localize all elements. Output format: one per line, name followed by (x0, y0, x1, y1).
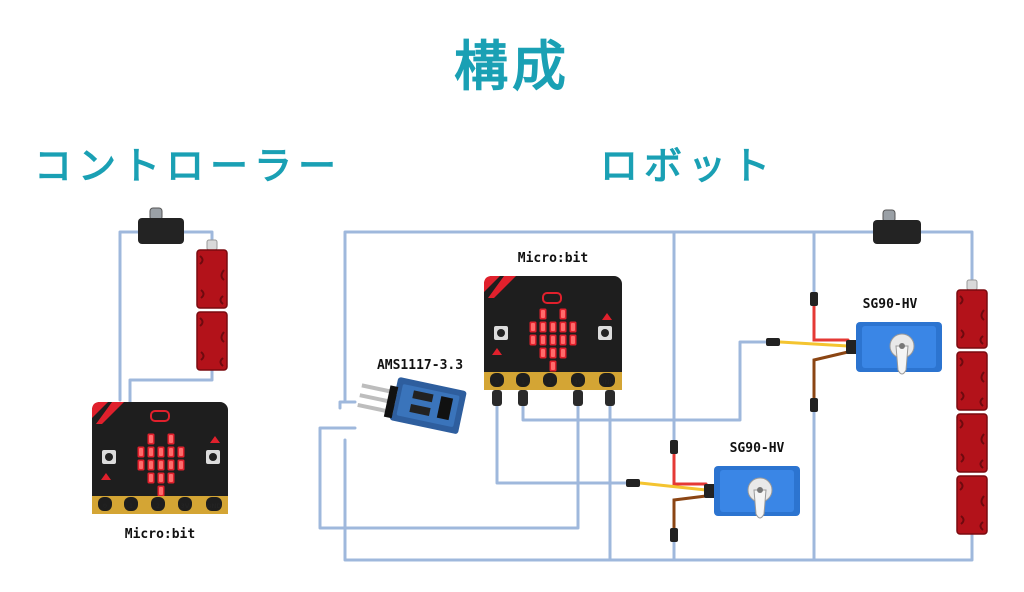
svg-text:2: 2 (548, 379, 552, 386)
svg-text:0: 0 (103, 503, 107, 510)
svg-text:2: 2 (156, 503, 160, 510)
controller-wire-battery-board (128, 368, 214, 404)
controller-edge-connector: 0 1 2 3V GND (92, 496, 228, 514)
reg-wire-b (318, 402, 580, 530)
page-title: 構成 (454, 35, 570, 98)
robot-top-bus-right (918, 230, 974, 292)
reg-wire-a (338, 400, 357, 410)
servo-1 (846, 322, 942, 375)
svg-text:3V: 3V (574, 379, 583, 386)
controller-switch (138, 207, 184, 244)
wires (118, 230, 974, 562)
svg-text:GND: GND (207, 503, 222, 510)
svg-text:GND: GND (600, 379, 615, 386)
svg-text:0: 0 (495, 379, 499, 386)
controller-microbit-label: Micro:bit (125, 527, 195, 542)
robot-edge-connector: 0 1 2 3V GND (484, 372, 622, 390)
controller-microbit: 0 1 2 3V GND (92, 402, 228, 514)
regulator-module (357, 377, 467, 434)
robot-bottom-bus (343, 438, 974, 562)
servo-2-cable (626, 440, 708, 542)
robot-microbit-label: Micro:bit (518, 251, 588, 266)
servo-1-label: SG90-HV (863, 297, 918, 312)
robot-heading: ロボット (600, 144, 777, 188)
svg-text:1: 1 (129, 503, 133, 510)
controller-wire-switch-left (118, 230, 142, 402)
mb-p1-wire (521, 340, 772, 422)
servo-2-label: SG90-HV (730, 441, 785, 456)
svg-text:3V: 3V (181, 503, 190, 510)
mb-p0-wire (495, 402, 632, 485)
robot-microbit: 0 1 2 3V GND (484, 276, 622, 406)
svg-text:1: 1 (521, 379, 525, 386)
controller-battery-pack (196, 239, 228, 371)
robot-top-bus (343, 230, 877, 402)
regulator-label: AMS1117-3.3 (377, 358, 463, 373)
robot-switch (873, 209, 921, 244)
controller-heading: コントローラー (34, 144, 343, 188)
servo-2 (704, 466, 800, 519)
robot-battery-pack (956, 279, 988, 535)
servo-1-cable (766, 292, 850, 412)
